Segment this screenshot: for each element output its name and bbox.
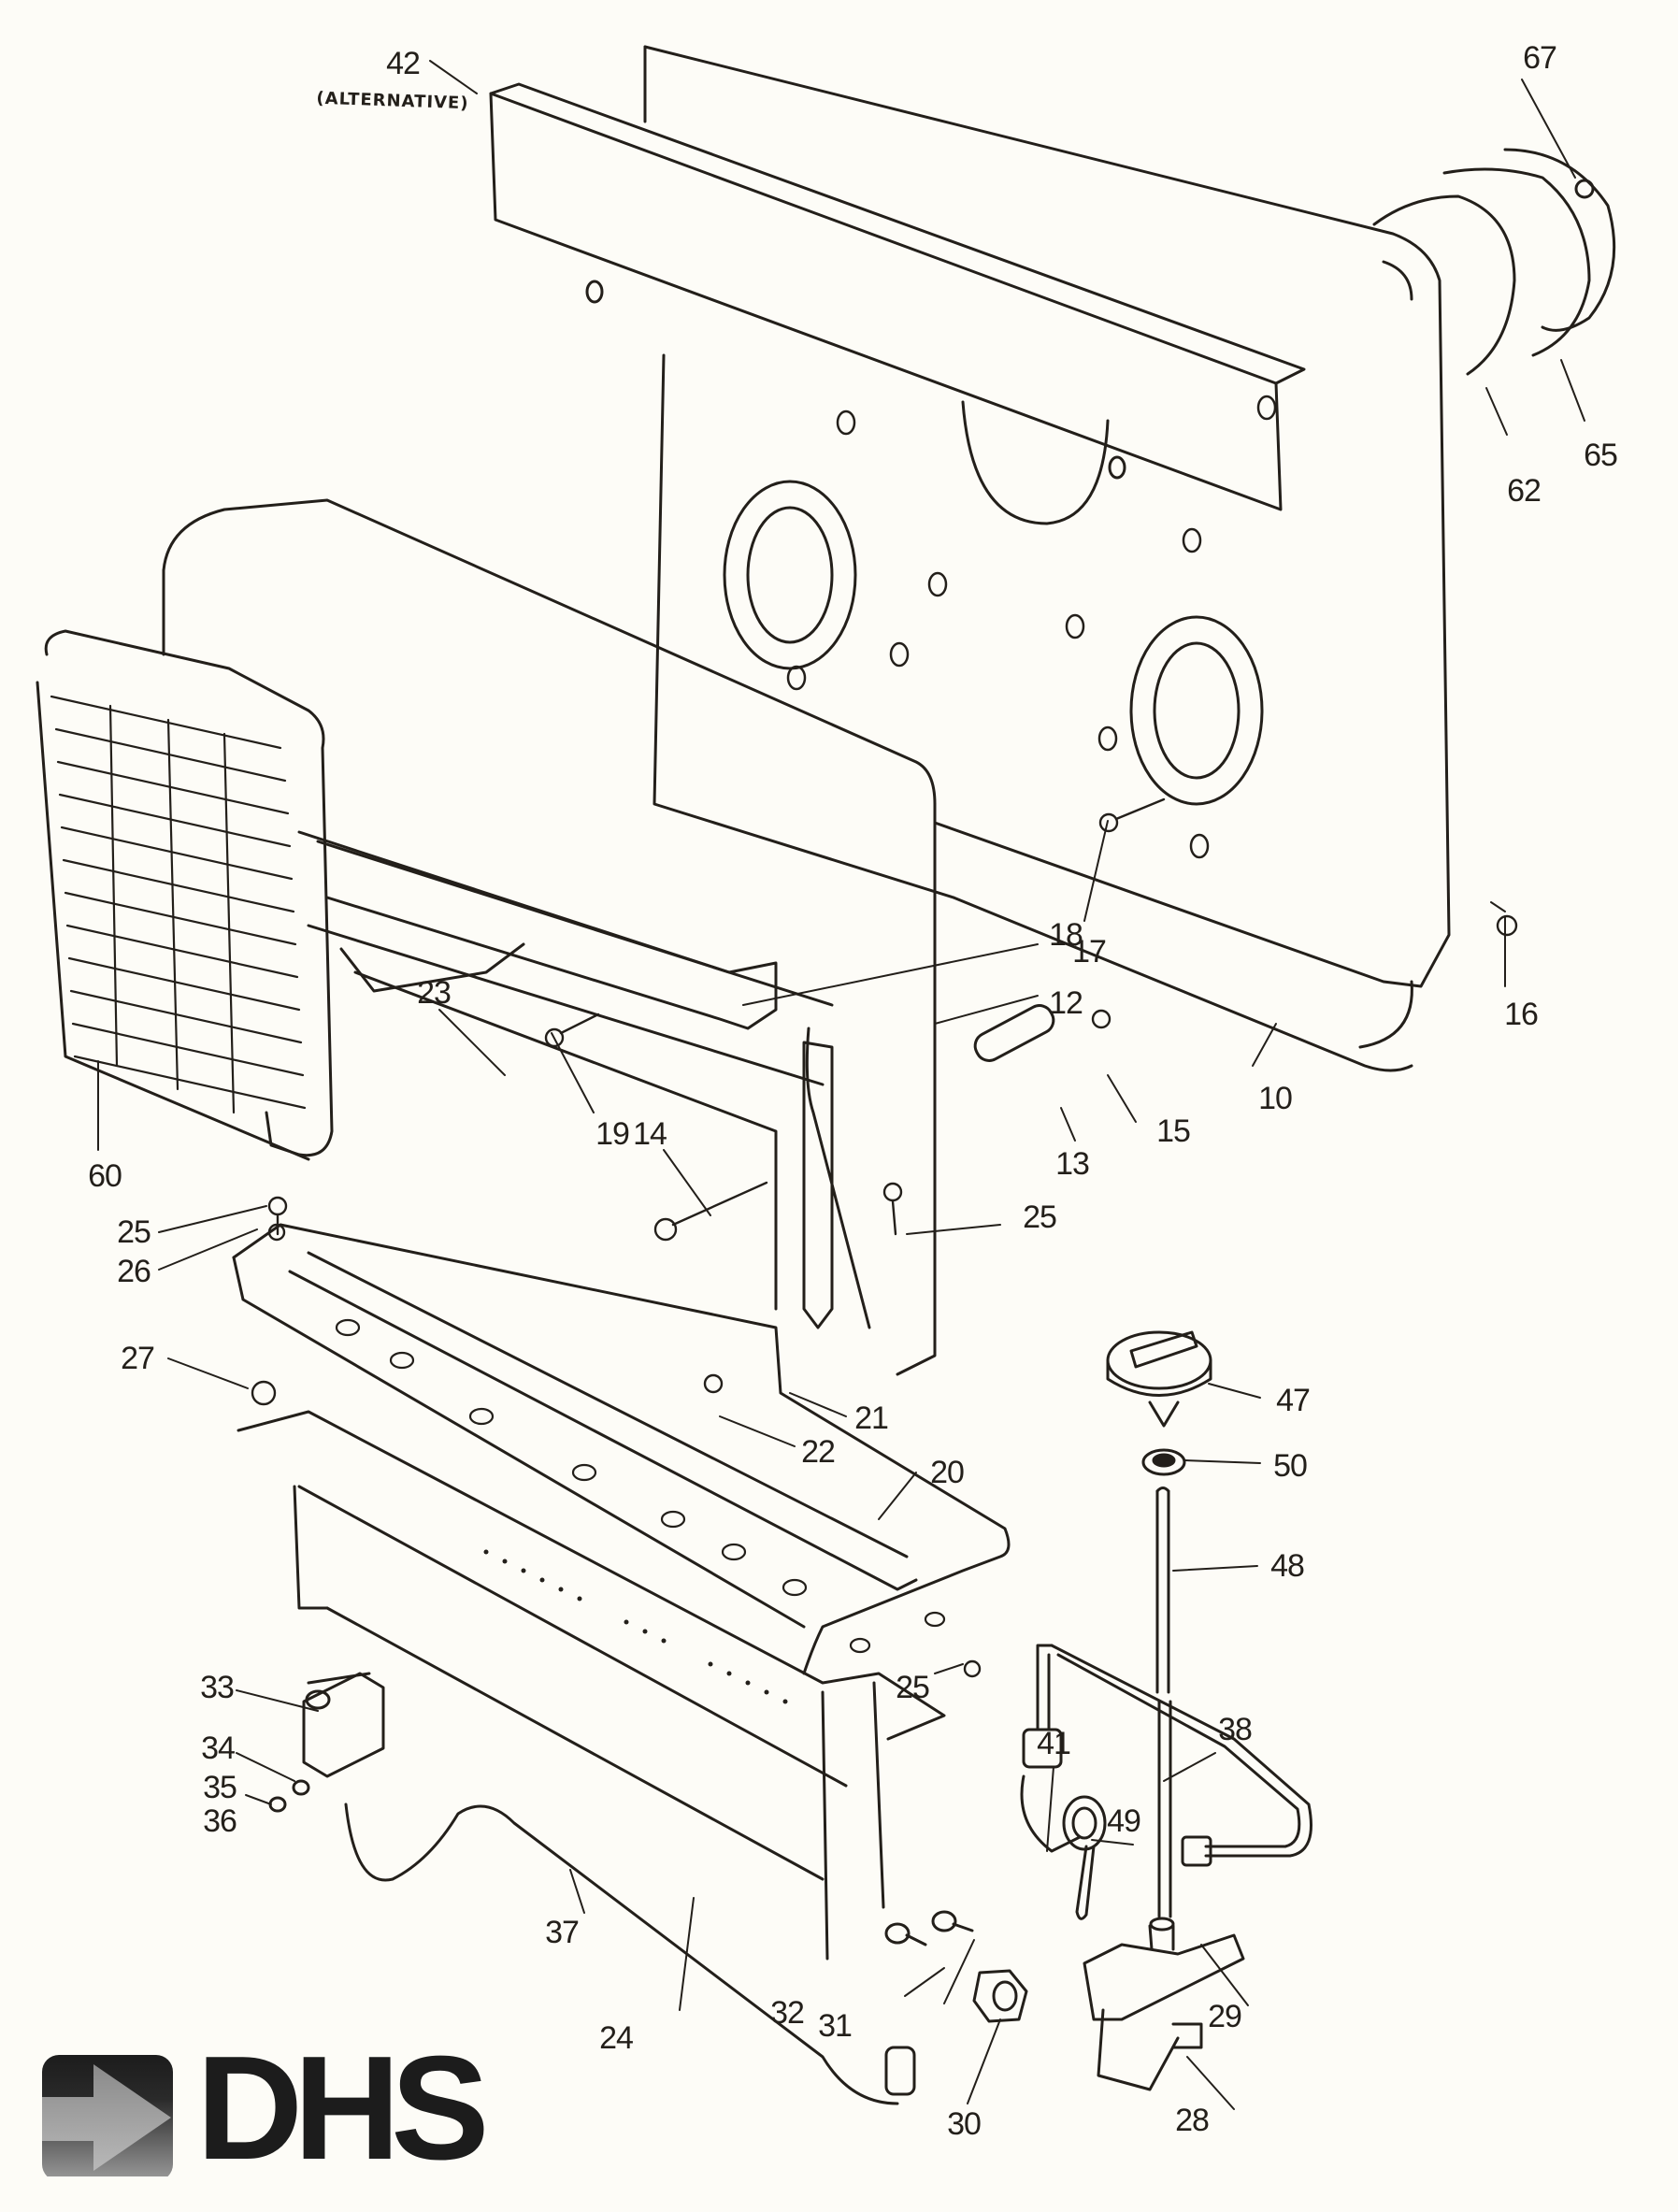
- pilot-assembly: [268, 1672, 385, 1813]
- callout-25-grille: 25: [117, 1214, 151, 1250]
- callout-19: 19: [595, 1116, 630, 1152]
- alternative-bracket: [489, 82, 1306, 511]
- callout-13: 13: [1055, 1146, 1090, 1182]
- back-panel: [643, 45, 1451, 1072]
- callout-34: 34: [201, 1731, 236, 1766]
- retaining-pin: [1075, 1845, 1096, 1920]
- callout-47: 47: [1276, 1383, 1311, 1418]
- injector-fittings: [884, 1910, 974, 1946]
- callout-17: 17: [1072, 934, 1107, 970]
- callout-28: 28: [1175, 2103, 1210, 2138]
- callout-31: 31: [818, 2008, 853, 2044]
- callout-25-side: 25: [1023, 1199, 1057, 1235]
- callout-30: 30: [947, 2106, 982, 2142]
- top-rail: [297, 830, 778, 1030]
- callout-22: 22: [801, 1434, 836, 1470]
- callout-35: 35: [203, 1770, 237, 1805]
- logo-text: DHS: [196, 2026, 490, 2190]
- callout-67: 67: [1523, 40, 1557, 76]
- side-bracket: [802, 1004, 1055, 1329]
- callout-27: 27: [121, 1341, 155, 1376]
- front-grille: [36, 629, 334, 1161]
- callout-62: 62: [1507, 473, 1542, 509]
- callout-10: 10: [1258, 1081, 1293, 1116]
- callout-14: 14: [633, 1116, 667, 1152]
- callout-37: 37: [545, 1915, 580, 1950]
- callout-12: 12: [1049, 985, 1083, 1021]
- gas-valve: [1083, 1917, 1245, 2091]
- callout-32: 32: [770, 1995, 805, 2031]
- thermocouple-lead: [344, 1803, 916, 2105]
- callout-25-tray: 25: [896, 1670, 930, 1705]
- callout-29: 29: [1208, 1999, 1242, 2034]
- burner-tray: [232, 1223, 1011, 1675]
- callout-65: 65: [1584, 438, 1618, 473]
- arrow-right-icon: [42, 2055, 173, 2176]
- burner: [237, 1410, 946, 1961]
- casing: [162, 498, 937, 1376]
- panel-studs: [786, 395, 1277, 859]
- dhs-logo: DHS: [42, 2034, 603, 2182]
- callout-49: 49: [1107, 1803, 1141, 1839]
- callout-36: 36: [203, 1803, 237, 1839]
- callout-60: 60: [88, 1158, 122, 1194]
- washer: [1141, 1448, 1186, 1476]
- callout-18: 18: [1049, 917, 1083, 953]
- callout-48: 48: [1270, 1548, 1305, 1584]
- gas-pipe: [1036, 1644, 1312, 1867]
- callout-16: 16: [1504, 997, 1539, 1032]
- callout-20: 20: [930, 1455, 965, 1490]
- callout-41: 41: [1037, 1726, 1071, 1761]
- callout-42: 42: [386, 46, 421, 81]
- callout-50: 50: [1273, 1448, 1308, 1484]
- callout-21: 21: [854, 1400, 889, 1436]
- control-knob: [1106, 1330, 1212, 1428]
- callout-38: 38: [1218, 1712, 1253, 1747]
- callout-33: 33: [200, 1670, 235, 1705]
- spindle: [1155, 1487, 1172, 1918]
- elbow-fitting: [1020, 1728, 1107, 1853]
- callout-15: 15: [1156, 1113, 1191, 1149]
- callout-24: 24: [599, 2020, 634, 2056]
- hex-nut: [972, 1969, 1028, 2023]
- callout-26: 26: [117, 1254, 151, 1289]
- callout-23: 23: [417, 975, 452, 1011]
- flue-rings: [1372, 148, 1616, 376]
- screws: [251, 797, 1518, 1678]
- flue-openings: [723, 400, 1264, 806]
- leader-lines: [97, 60, 1585, 2110]
